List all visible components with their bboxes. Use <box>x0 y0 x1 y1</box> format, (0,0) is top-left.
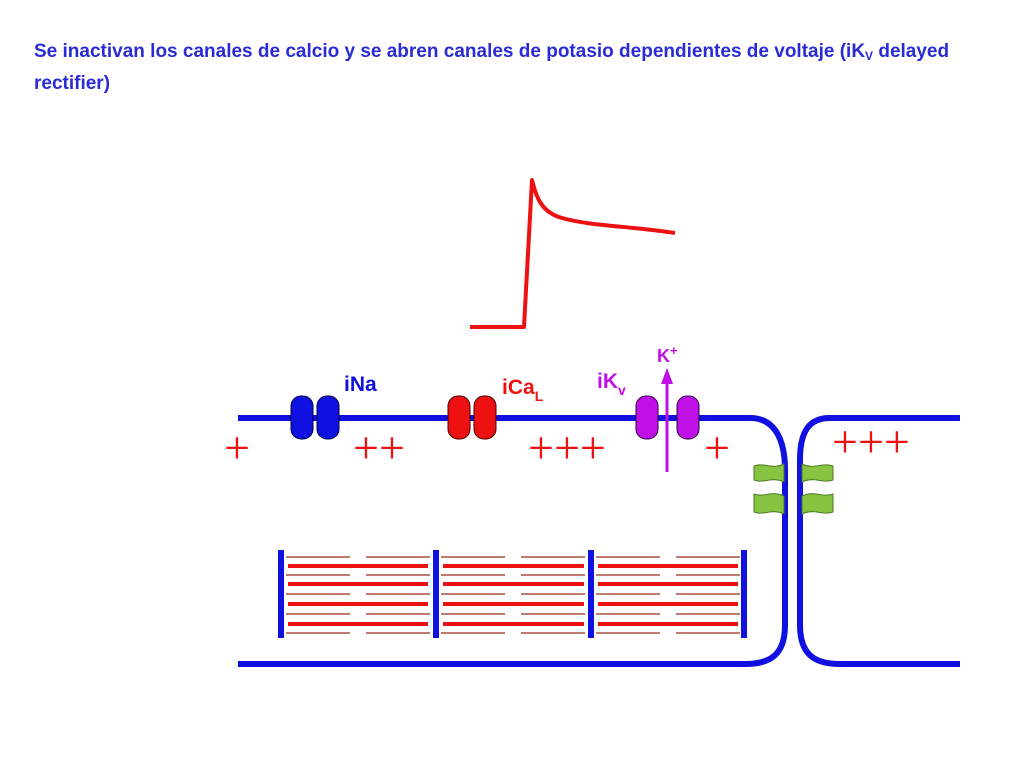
potassium-ion-label: K+ <box>657 343 678 366</box>
charge-plus: + <box>704 422 730 473</box>
myofibril <box>278 550 747 638</box>
action-potential-trace <box>470 178 676 329</box>
thin-filaments <box>286 556 740 634</box>
title-text-end: delayed rectifier) <box>34 41 950 94</box>
ina-label: iNa <box>344 373 377 396</box>
thick-filaments <box>288 564 738 626</box>
sodium-channel <box>290 395 340 440</box>
charge-plus: ++ <box>353 422 405 473</box>
title-text: Se inactivan los canales de calcio y se … <box>34 41 866 62</box>
potassium-efflux-arrow <box>661 368 673 472</box>
title-subscript: V <box>865 49 874 63</box>
charge-plus: +++ <box>528 422 606 473</box>
cell-membrane-right <box>797 415 960 667</box>
potassium-channel <box>635 395 700 440</box>
ical-label: iCaL <box>502 376 544 404</box>
cell-membrane-left <box>238 415 788 667</box>
z-lines <box>278 550 747 638</box>
gap-junction <box>753 463 834 515</box>
charge-plus: + <box>224 422 250 473</box>
charge-plus: +++ <box>832 416 910 467</box>
calcium-channel <box>447 395 497 440</box>
ikv-label: iKv <box>597 370 626 398</box>
slide-title: Se inactivan los canales de calcio y se … <box>34 38 974 98</box>
